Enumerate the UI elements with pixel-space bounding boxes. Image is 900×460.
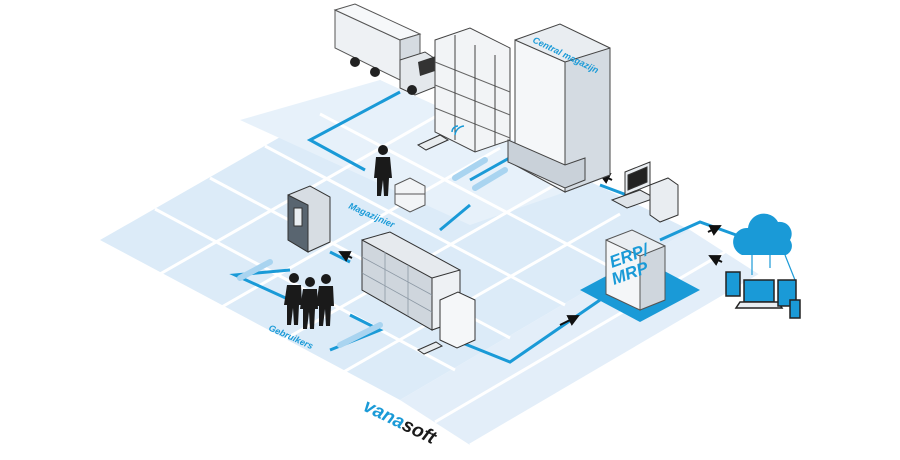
flow-arrows (237, 157, 508, 348)
scanner-icon (416, 125, 465, 151)
users-icon (284, 273, 334, 329)
cloud-icon (733, 213, 796, 281)
person-icon (374, 145, 392, 196)
devices-icon (725, 271, 801, 319)
vending-cabinet-icon (287, 185, 331, 253)
shelving-icon (434, 27, 511, 153)
truck-icon (333, 3, 441, 96)
cart-icon (394, 177, 426, 213)
vertical-lift-icon (507, 23, 611, 193)
computer-icon (610, 161, 679, 223)
locker-icon (361, 231, 476, 349)
server-icon (605, 229, 666, 311)
